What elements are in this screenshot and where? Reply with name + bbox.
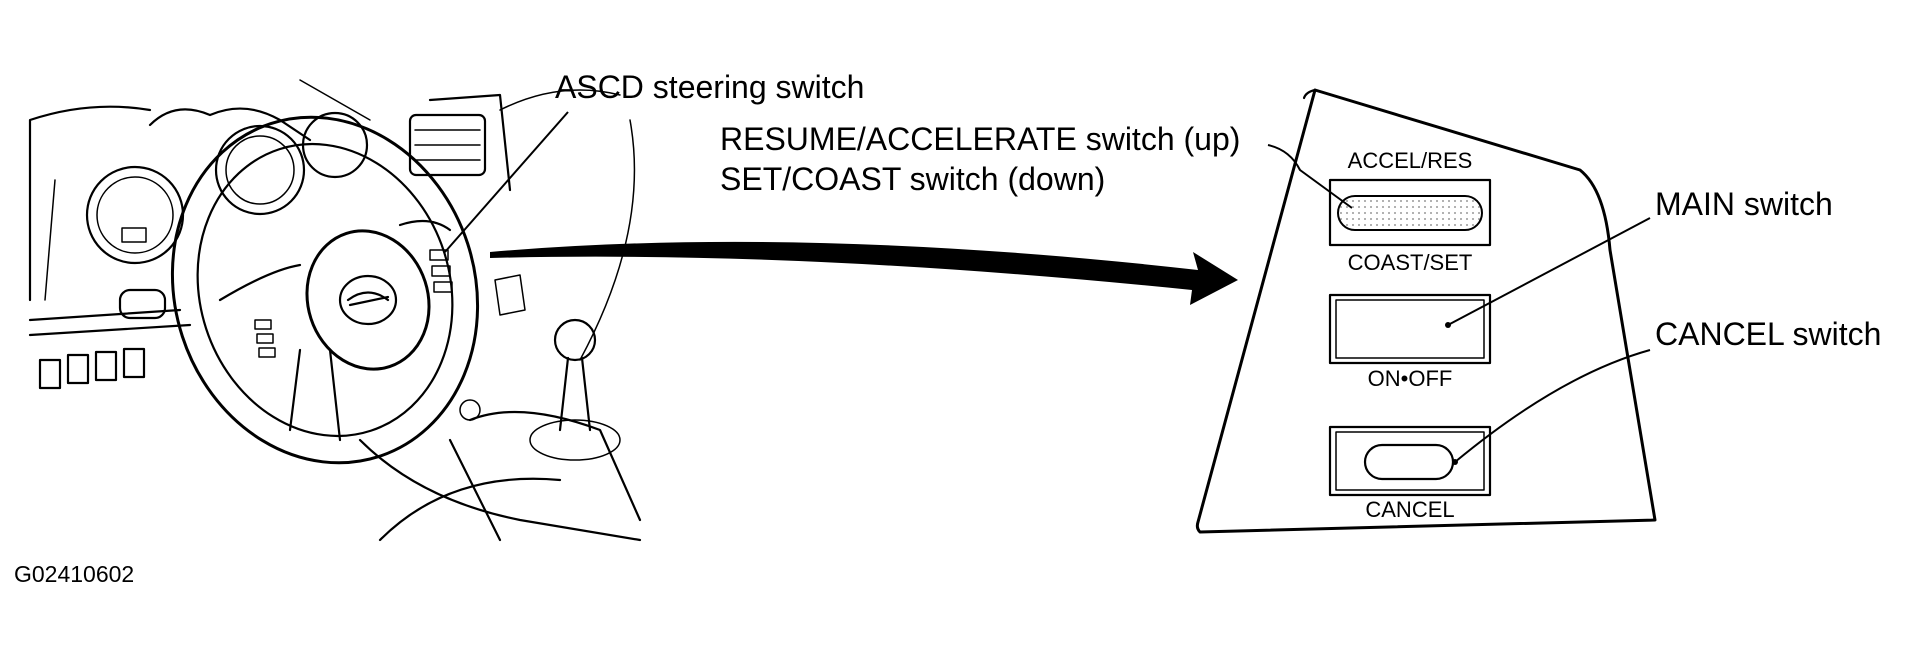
main-switch-label: MAIN switch <box>1655 186 1833 222</box>
steering-wheel-illustration <box>28 79 642 542</box>
ascd-leader-line <box>444 111 569 253</box>
resume-leader-line <box>1267 144 1353 209</box>
cancel-leader-line <box>1454 349 1651 463</box>
ascd-steering-switch-label: ASCD steering switch <box>555 69 864 105</box>
cancel-panel-label: CANCEL <box>1365 497 1454 522</box>
main-leader-dot <box>1445 322 1451 328</box>
curved-arrow-icon <box>490 241 1238 305</box>
on-off-label: ON•OFF <box>1368 366 1453 391</box>
cancel-leader-dot <box>1452 459 1458 465</box>
figure-id: G02410602 <box>14 561 134 587</box>
resume-accelerate-label: RESUME/ACCELERATE switch (up) <box>720 121 1240 157</box>
coast-set-label: COAST/SET <box>1348 250 1473 275</box>
set-coast-label: SET/COAST switch (down) <box>720 161 1105 197</box>
accel-res-label: ACCEL/RES <box>1348 148 1473 173</box>
main-leader-line <box>1447 217 1651 326</box>
cancel-switch-label: CANCEL switch <box>1655 316 1881 352</box>
